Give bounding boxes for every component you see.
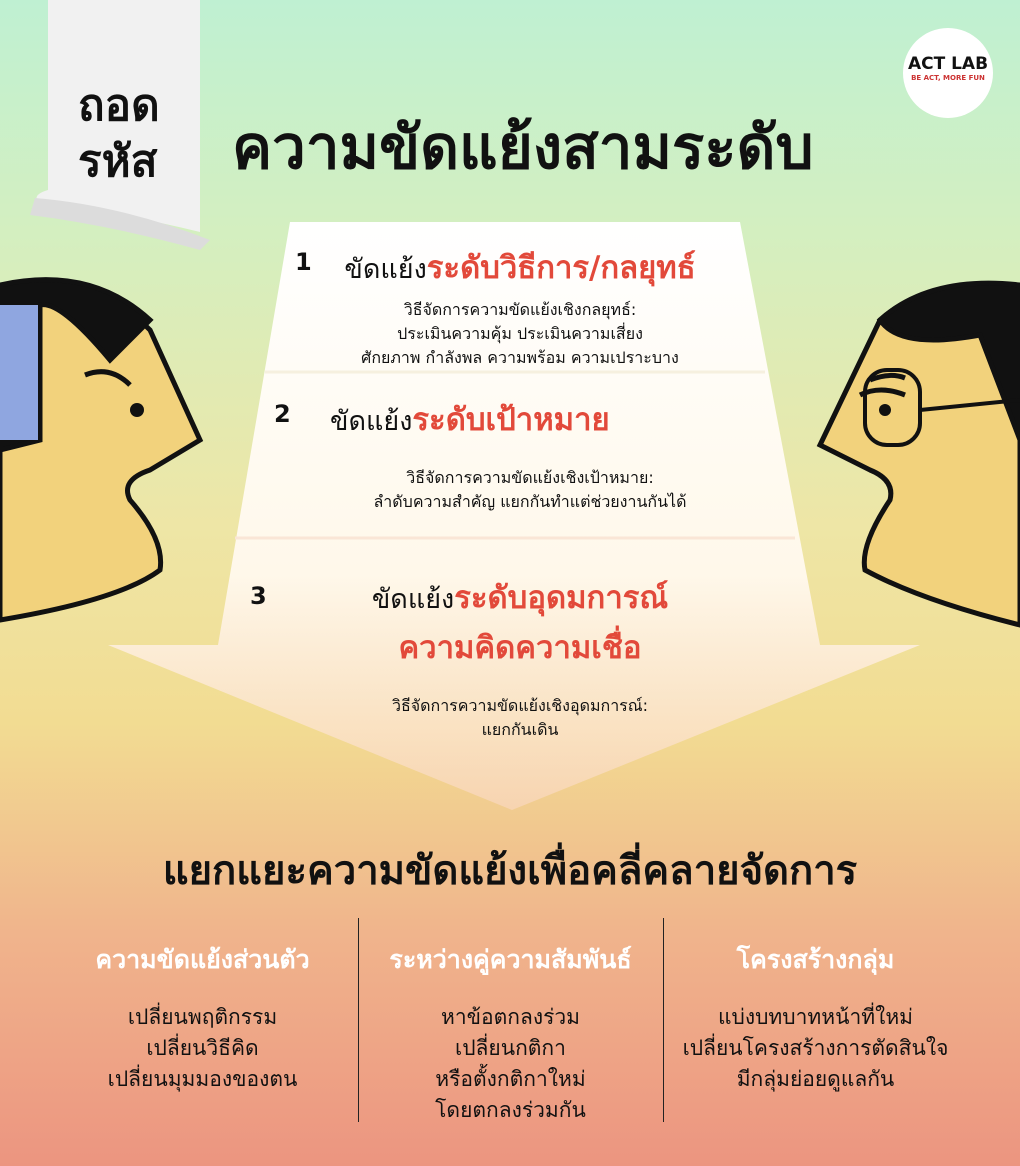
level-desc: แยกกันเดิน — [481, 720, 559, 739]
level-highlight: ระดับวิธีการ/กลยุทธ์ — [426, 250, 696, 286]
level-1: ขัดแย้งระดับวิธีการ/กลยุทธ์ วิธีจัดการคว… — [300, 242, 740, 370]
column-title: ระหว่างคู่ความสัมพันธ์ — [389, 945, 632, 974]
column-item: เปลี่ยนมุมมองของตน — [107, 1067, 298, 1091]
kicker: ถอด รหัส — [78, 78, 160, 190]
level-desc: วิธีจัดการความขัดแย้งเชิงอุดมการณ์: — [391, 696, 648, 715]
logo-text: ACT LAB — [907, 54, 989, 74]
main-heading: แยกแยะความขัดแย้งเพื่อคลี่คลายจัดการ — [162, 848, 858, 894]
level-desc: ศักยภาพ กำลังพล ความพร้อม ความเปราะบาง — [361, 348, 679, 367]
column-item: มีกลุ่มย่อยดูแลกัน — [736, 1067, 895, 1091]
level-desc: วิธีจัดการความขัดแย้งเชิงกลยุทธ์: — [403, 300, 637, 319]
column-personal: ความขัดแย้งส่วนตัว เปลี่ยนพฤติกรรม เปลี่… — [50, 940, 355, 1095]
level-highlight: ระดับอุดมการณ์ — [454, 580, 669, 616]
kicker-line2: รหัส — [78, 136, 158, 187]
funnel-arrow — [108, 222, 920, 810]
paper-scroll — [36, 0, 200, 232]
level-desc: ประเมินความคุ้ม ประเมินความเสี่ยง — [397, 324, 643, 343]
level-2: ขัดแย้งระดับเป้าหมาย — [330, 394, 630, 444]
column-group-structure: โครงสร้างกลุ่ม แบ่งบทบาทหน้าที่ใหม่ เปลี… — [663, 940, 968, 1095]
level-highlight: ระดับเป้าหมาย — [412, 402, 610, 438]
column-title: ความขัดแย้งส่วนตัว — [95, 945, 310, 974]
level-number: 3 — [250, 582, 267, 610]
level-number: 2 — [274, 400, 291, 428]
page-title: ความขัดแย้งสามระดับ — [232, 113, 814, 183]
divider — [663, 918, 664, 1122]
level-desc: ลำดับความสำคัญ แยกกันทำแต่ช่วยงานกันได้ — [373, 492, 687, 511]
column-item: หรือตั้งกติกาใหม่ — [435, 1067, 586, 1091]
level-number: 1 — [295, 248, 312, 276]
left-face — [0, 277, 204, 623]
level-3: ขัดแย้งระดับอุดมการณ์ ความคิดความเชื่อ — [300, 572, 740, 672]
column-item: เปลี่ยนวิธีคิด — [146, 1036, 259, 1060]
column-item: เปลี่ยนพฤติกรรม — [127, 1005, 278, 1029]
column-item: แบ่งบทบาทหน้าที่ใหม่ — [717, 1005, 914, 1029]
act-lab-logo: ACT LAB BE ACT, MORE FUN — [903, 28, 993, 118]
level-highlight: ความคิดความเชื่อ — [398, 630, 642, 666]
level-prefix: ขัดแย้ง — [371, 584, 455, 615]
column-item: เปลี่ยนโครงสร้างการตัดสินใจ — [682, 1036, 949, 1060]
logo-tagline: BE ACT, MORE FUN — [911, 74, 985, 82]
column-item: เปลี่ยนกติกา — [455, 1036, 566, 1060]
right-face — [816, 280, 1020, 628]
divider — [358, 918, 359, 1122]
column-title: โครงสร้างกลุ่ม — [736, 945, 895, 974]
level-prefix: ขัดแย้ง — [330, 406, 413, 437]
column-relationship: ระหว่างคู่ความสัมพันธ์ หาข้อตกลงร่วม เปล… — [358, 940, 663, 1126]
column-item: โดยตกลงร่วมกัน — [435, 1098, 586, 1122]
level-desc: วิธีจัดการความขัดแย้งเชิงเป้าหมาย: — [406, 468, 654, 487]
kicker-line1: ถอด — [78, 80, 160, 131]
level-prefix: ขัดแย้ง — [344, 254, 427, 285]
column-item: หาข้อตกลงร่วม — [441, 1005, 580, 1029]
